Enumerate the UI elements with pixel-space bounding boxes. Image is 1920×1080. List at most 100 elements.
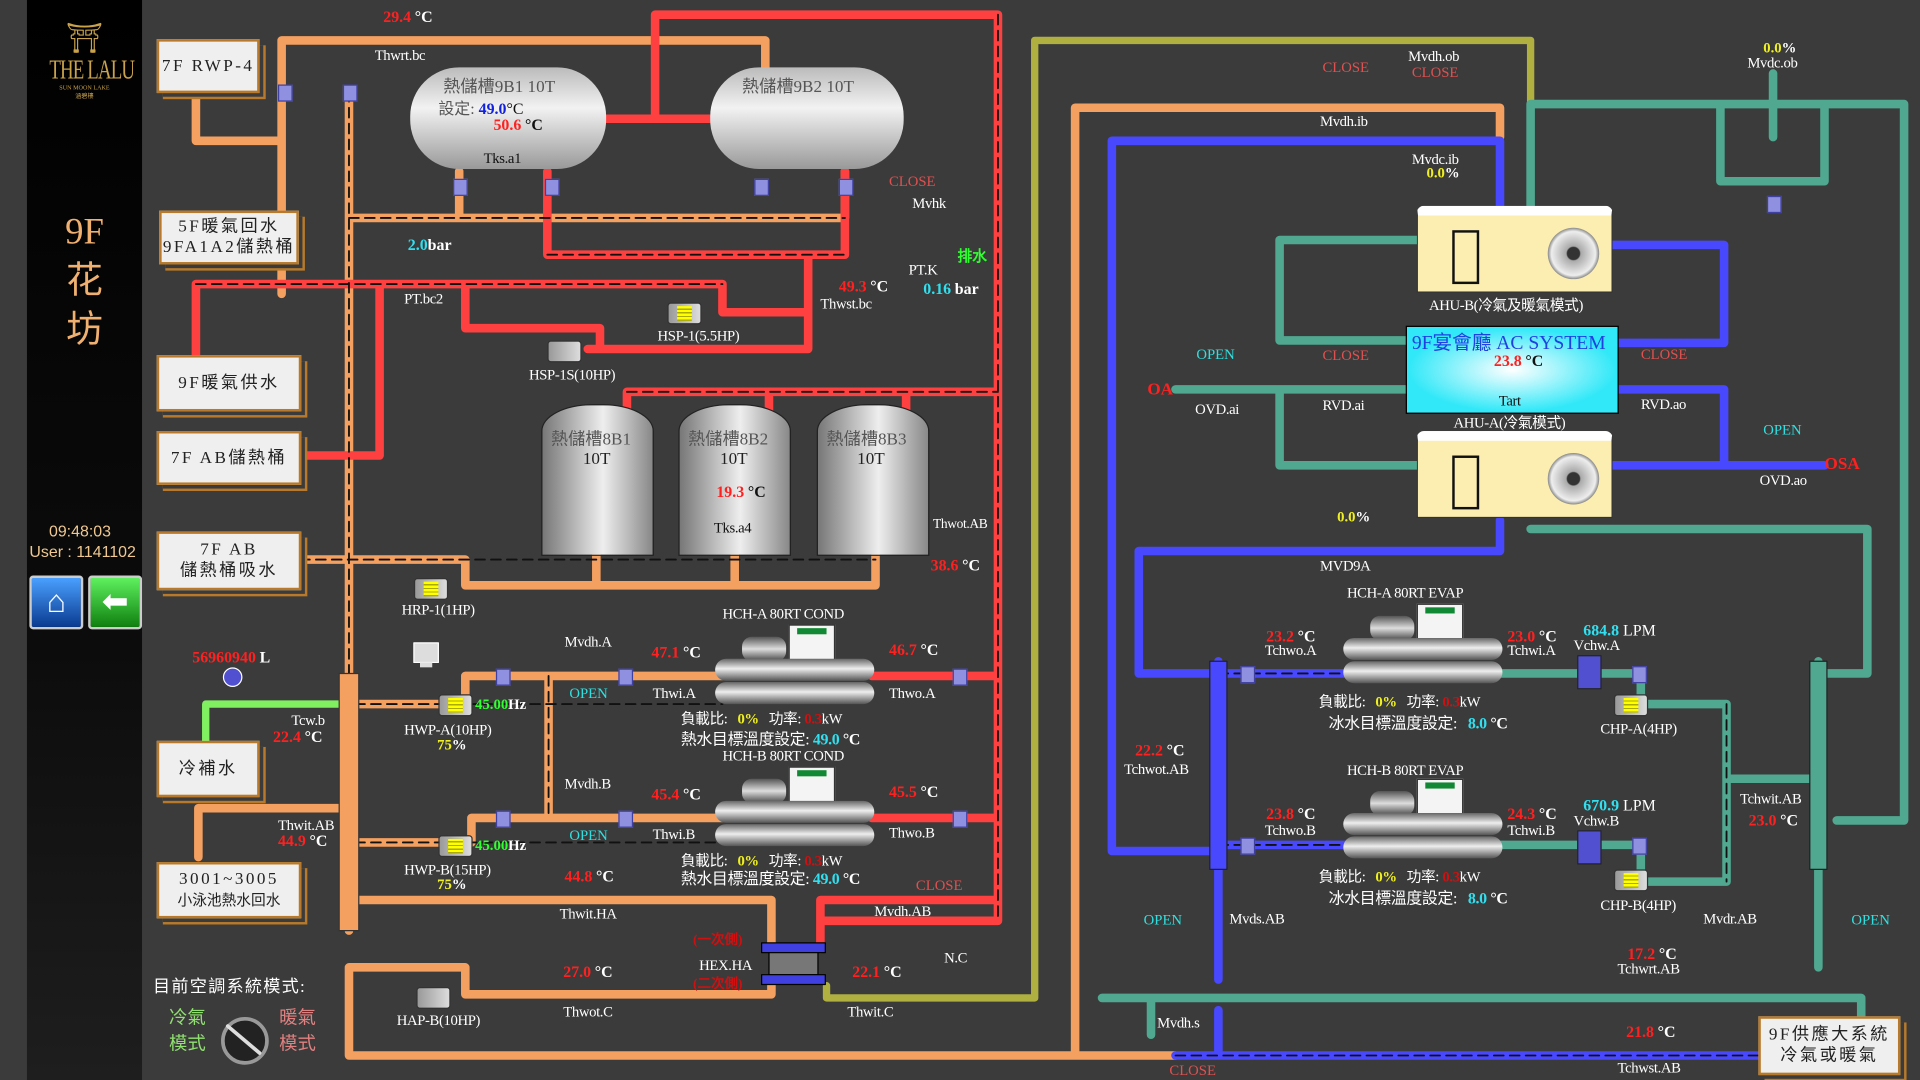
ovd-ao-tag[interactable]: OVD.ao [1759, 471, 1808, 489]
pt-bc2-tag: PT.bc2 [404, 290, 443, 308]
tank-8b2 [678, 404, 792, 556]
valve-icon[interactable] [495, 668, 511, 686]
mvdc-ib-tag[interactable]: Mvdc.ib [1411, 150, 1459, 168]
valve-icon[interactable] [952, 810, 968, 828]
valve-icon[interactable] [952, 668, 968, 686]
hch-a-evap-load: 負載比: 0% 功率: 0.3kW [1318, 693, 1481, 711]
hch-b-evap-unit[interactable] [1343, 778, 1503, 860]
pump-hsp1-icon[interactable] [667, 302, 702, 325]
mvdh-s-tag[interactable]: Mvdh.s [1157, 1013, 1200, 1032]
valve-icon[interactable] [1766, 195, 1782, 214]
tchwit-ab-value: 23.0°C [1748, 810, 1798, 829]
valve-icon[interactable] [1632, 666, 1647, 684]
ac-system-panel [1405, 325, 1619, 414]
tank-9b1-sensor: Tks.a1 [483, 149, 522, 167]
back-button[interactable]: ⬅ [88, 575, 143, 630]
mvd9a-tag[interactable]: MVD9A [1320, 557, 1371, 575]
valve-icon[interactable] [754, 178, 769, 196]
hch-a-evap-unit[interactable] [1343, 603, 1503, 685]
valve-icon[interactable] [495, 810, 511, 828]
mode-heat[interactable]: 暖氣模式 [279, 1008, 316, 1055]
pump-hrp1-label: HRP-1(1HP) [401, 601, 475, 619]
mvdc-ob-tag[interactable]: Mvdc.ob [1747, 53, 1798, 72]
nc-valve-tag[interactable]: N.C [944, 948, 968, 967]
mvds-ab-tag[interactable]: Mvds.AB [1229, 909, 1285, 927]
mode-cool[interactable]: 冷氣模式 [168, 1008, 206, 1055]
pump-hap-b-label: HAP-B(10HP) [396, 1011, 481, 1029]
thwo-a-value: 46.7°C [888, 640, 939, 659]
hch-b-cond-title: HCH-B 80RT COND [722, 746, 844, 765]
mvd9a-value: 0.0% [1337, 508, 1371, 526]
thwot-ab-tag: Thwot.AB [933, 516, 988, 532]
valve-icon[interactable] [1240, 837, 1256, 855]
valve-icon[interactable] [838, 178, 854, 196]
tchwo-b-tag: Tchwo.B [1264, 821, 1316, 839]
mvdh-a-tag[interactable]: Mvdh.A [564, 633, 612, 651]
mvdh-ob-tag[interactable]: Mvdh.ob [1408, 47, 1460, 65]
pump-chp-a-icon[interactable] [1613, 694, 1649, 717]
mvdh-s-state: CLOSE [1169, 1061, 1216, 1079]
ahu-a-unit[interactable] [1416, 431, 1613, 518]
thwo-b-tag: Thwo.B [888, 824, 935, 842]
valve-icon[interactable] [1240, 666, 1256, 684]
valve-icon[interactable] [618, 810, 634, 828]
rvd-ao-tag[interactable]: RVD.ao [1640, 395, 1687, 413]
pump-hsp1s-icon[interactable] [547, 340, 582, 363]
tchwot-ab-tag: Tchwot.AB [1124, 760, 1189, 778]
flow-meter-icon [222, 667, 243, 687]
thwi-b-value: 45.4°C [651, 784, 701, 804]
mvdh-ib-tag[interactable]: Mvdh.ib [1320, 112, 1368, 130]
ahu-b-label: AHU-B(冷氣及暖氣模式) [1428, 296, 1584, 314]
thwrt-bc-value: 29.4°C [383, 7, 433, 26]
chilled-supply-header [1209, 660, 1228, 871]
rvd-ai-tag[interactable]: RVD.ai [1322, 396, 1365, 414]
pump-chp-b-label: CHP-B(4HP) [1600, 896, 1676, 914]
chilled-return-header [1809, 660, 1828, 871]
valve-icon[interactable] [453, 178, 468, 196]
sidebar: ⛩ THE LALU SUN MOON LAKE 涵碧樓 9F 花 坊 09:4… [26, 0, 143, 1080]
mvhk-tag[interactable]: Mvhk [912, 194, 946, 212]
tank-8b1-cap: 10T [582, 450, 611, 469]
pump-hrp1-icon[interactable] [413, 577, 449, 601]
pump-hwp-a-icon[interactable] [438, 694, 473, 717]
home-icon: ⌂ [46, 584, 66, 620]
pump-hsp1s-label: HSP-1S(10HP) [528, 366, 616, 384]
hwp-a-freq: 45.00Hz [475, 695, 527, 713]
tank-8b3-cap: 10T [857, 450, 885, 469]
hch-b-cond-unit[interactable] [715, 766, 875, 848]
thwst-bc-tag: Thwst.bc [820, 295, 872, 313]
mvdh-b-tag[interactable]: Mvdh.B [564, 775, 611, 793]
valve-icon[interactable] [544, 178, 560, 196]
pump-hap-b-icon[interactable] [416, 986, 451, 1009]
hch-b-cond-load: 負載比: 0% 功率: 0.3kW [680, 852, 843, 870]
tank-9b1-temp: 50.6°C [493, 115, 543, 134]
user-id: User : 1141102 [29, 542, 136, 561]
hch-a-cond-unit[interactable] [715, 624, 875, 705]
valve-icon[interactable] [618, 668, 634, 686]
mvdr-ab-state: OPEN [1851, 911, 1890, 929]
tchwo-a-tag: Tchwo.A [1264, 641, 1317, 659]
ovd-ai-tag[interactable]: OVD.ai [1195, 400, 1240, 418]
rvd-ao-state: CLOSE [1640, 345, 1688, 363]
mvdh-a-state: OPEN [569, 684, 608, 702]
valve-icon[interactable] [342, 84, 358, 102]
tchwst-ab-tag: Tchwst.AB [1617, 1059, 1681, 1077]
tank-9b1 [410, 67, 607, 169]
tchwi-a-tag: Tchwi.A [1507, 641, 1556, 659]
valve-icon[interactable] [277, 84, 293, 102]
thwit-ab-tag: Thwit.AB [277, 816, 335, 834]
ahu-b-unit[interactable] [1416, 205, 1613, 293]
pump-hwp-b-icon[interactable] [438, 835, 473, 858]
mvdh-ab-tag[interactable]: Mvdh.AB [874, 902, 931, 920]
mvdr-ab-tag[interactable]: Mvdr.AB [1703, 909, 1757, 927]
valve-icon[interactable] [1632, 837, 1647, 855]
pump-hwp-a-label: HWP-A(10HP) [404, 721, 492, 739]
hch-b-evap-target: 冰水目標溫度設定: 8.0 °C [1328, 888, 1508, 908]
pump-hsp1-label: HSP-1(5.5HP) [657, 326, 740, 345]
logo: ⛩ THE LALU SUN MOON LAKE 涵碧樓 [49, 23, 135, 101]
pump-chp-b-icon[interactable] [1613, 869, 1649, 892]
home-button[interactable]: ⌂ [29, 575, 84, 630]
pt-k-tag: PT.K [908, 260, 938, 278]
tchwit-ab-tag: Tchwit.AB [1740, 789, 1802, 807]
